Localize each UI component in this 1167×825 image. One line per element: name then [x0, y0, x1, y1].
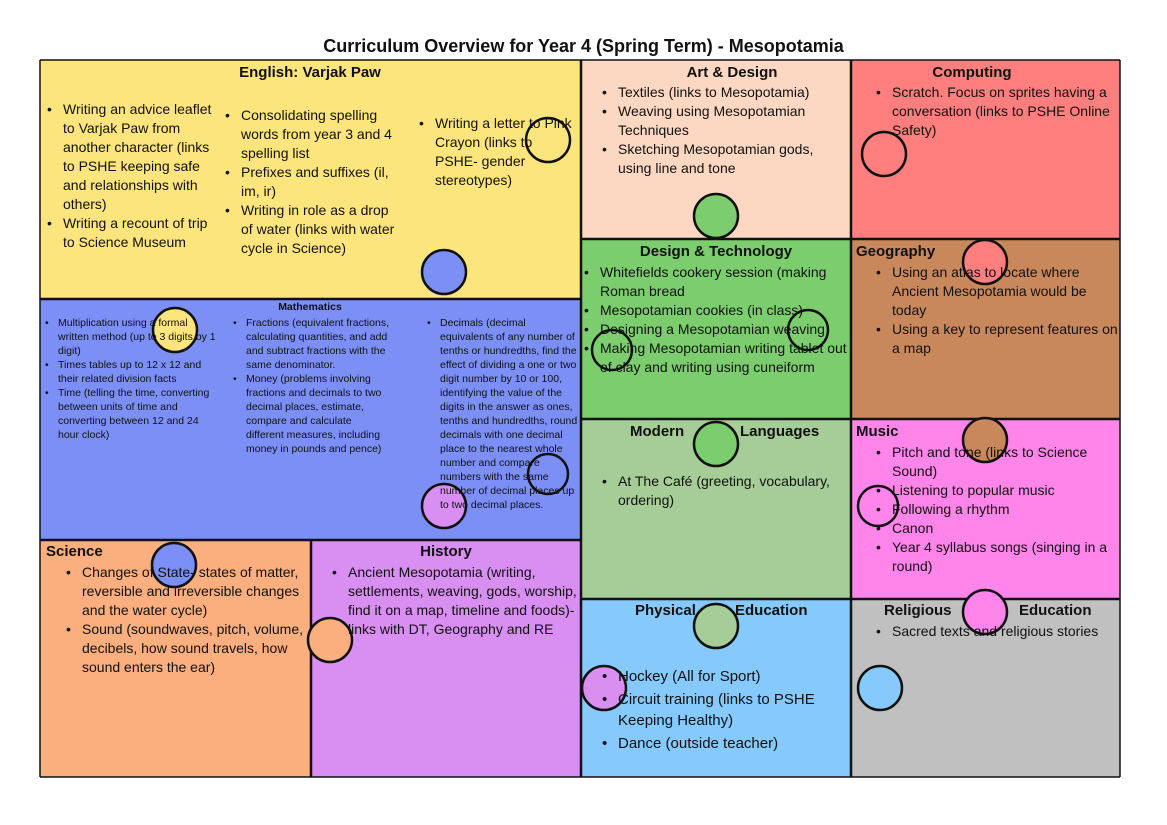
art-title: Art & Design [686, 64, 778, 81]
mfl-title-right: Languages [740, 423, 820, 440]
list-item: Writing a recount of trip to Science Mus… [45, 214, 215, 252]
english-panel: English: Varjak Paw Writing an advice le… [40, 60, 580, 298]
re-panel: Religious Education Sacred texts and rel… [852, 600, 1120, 776]
list-item: Using a key to represent features on a m… [874, 320, 1118, 358]
list-item: Following a rhythm [874, 500, 1118, 519]
dt-list: Whitefields cookery session (making Roma… [582, 263, 848, 377]
list-item: Hockey (All for Sport) [600, 666, 848, 687]
list-item: Making Mesopotamian writing tablet out o… [582, 339, 848, 377]
pe-panel: Physical Education Hockey (All for Sport… [582, 600, 850, 776]
pe-list: Hockey (All for Sport) Circuit training … [600, 666, 848, 754]
list-item: Money (problems involving fractions and … [232, 372, 392, 456]
list-item: Sound (soundwaves, pitch, volume, decibe… [64, 620, 310, 677]
geography-title: Geography [856, 243, 936, 260]
science-list: Changes of State- states of matter, reve… [64, 563, 310, 677]
list-item: At The Café (greeting, vocabulary, order… [600, 472, 848, 510]
music-panel: Music Pitch and tone (links to Science S… [852, 420, 1120, 598]
maths-list-3: Decimals (decimal equivalents of any num… [426, 316, 578, 512]
list-item: Mesopotamian cookies (in class) [582, 301, 848, 320]
mfl-panel: Modern Languages At The Café (greeting, … [582, 420, 850, 598]
science-title: Science [46, 543, 103, 560]
list-item: Scratch. Focus on sprites having a conve… [874, 83, 1118, 140]
mfl-title-left: Modern [630, 423, 685, 440]
page-title: Curriculum Overview for Year 4 (Spring T… [323, 36, 844, 56]
english-list-3: Writing a letter to Pink Crayon (links t… [417, 114, 577, 190]
dt-panel: Design & Technology Whitefields cookery … [582, 240, 850, 418]
pe-title-right: Education [735, 602, 808, 619]
list-item: Canon [874, 519, 1118, 538]
history-list: Ancient Mesopotamia (writing, settlement… [330, 563, 578, 639]
list-item: Ancient Mesopotamia (writing, settlement… [330, 563, 578, 639]
list-item: Time (telling the time, converting betwe… [44, 386, 220, 442]
geography-list: Using an atlas to locate where Ancient M… [874, 263, 1118, 358]
puzzle-knob [692, 420, 740, 468]
dt-title: Design & Technology [639, 243, 793, 260]
list-item: Changes of State- states of matter, reve… [64, 563, 310, 620]
list-item: Sacred texts and religious stories [874, 622, 1118, 641]
geography-panel: Geography Using an atlas to locate where… [852, 240, 1120, 418]
puzzle-knob [692, 602, 740, 650]
mfl-list: At The Café (greeting, vocabulary, order… [600, 472, 848, 510]
computing-list: Scratch. Focus on sprites having a conve… [874, 83, 1118, 140]
art-panel: Art & Design Textiles (links to Mesopota… [582, 60, 850, 238]
english-list-1: Writing an advice leaflet to Varjak Paw … [45, 100, 215, 252]
maths-list-1: Multiplication using a formal written me… [44, 316, 220, 442]
list-item: Writing a letter to Pink Crayon (links t… [417, 114, 577, 190]
list-item: Circuit training (links to PSHE Keeping … [600, 689, 848, 731]
computing-panel: Computing Scratch. Focus on sprites havi… [852, 60, 1120, 238]
pe-title-left: Physical [635, 602, 696, 619]
music-list: Pitch and tone (links to Science Sound) … [874, 443, 1118, 576]
list-item: Consolidating spelling words from year 3… [223, 106, 401, 163]
science-panel: Science Changes of State- states of matt… [40, 540, 310, 776]
list-item: Sketching Mesopotamian gods, using line … [600, 140, 840, 178]
maths-list-2: Fractions (equivalent fractions, calcula… [232, 316, 392, 456]
art-list: Textiles (links to Mesopotamia) Weaving … [600, 83, 840, 178]
list-item: Fractions (equivalent fractions, calcula… [232, 316, 392, 372]
history-title: History [420, 543, 472, 560]
list-item: Textiles (links to Mesopotamia) [600, 83, 840, 102]
list-item: Year 4 syllabus songs (singing in a roun… [874, 538, 1118, 576]
puzzle-knob [856, 664, 904, 712]
computing-title: Computing [932, 64, 1012, 81]
list-item: Writing in role as a drop of water (link… [223, 201, 401, 258]
puzzle-knob [692, 192, 740, 240]
list-item: Dance (outside teacher) [600, 733, 848, 754]
list-item: Listening to popular music [874, 481, 1118, 500]
list-item: Weaving using Mesopotamian Techniques [600, 102, 840, 140]
list-item: Using an atlas to locate where Ancient M… [874, 263, 1118, 320]
english-list-2: Consolidating spelling words from year 3… [223, 106, 401, 258]
list-item: Decimals (decimal equivalents of any num… [426, 316, 578, 512]
maths-panel: Mathematics Multiplication using a forma… [40, 298, 580, 538]
history-panel: History Ancient Mesopotamia (writing, se… [312, 540, 580, 776]
list-item: Times tables up to 12 x 12 and their rel… [44, 358, 220, 386]
re-title-left: Religious [884, 602, 952, 619]
maths-title: Mathematics [278, 301, 342, 313]
english-title: English: Varjak Paw [239, 64, 381, 81]
re-title-right: Education [1019, 602, 1092, 619]
list-item: Whitefields cookery session (making Roma… [582, 263, 848, 301]
puzzle-knob [420, 248, 468, 296]
list-item: Writing an advice leaflet to Varjak Paw … [45, 100, 215, 214]
re-list: Sacred texts and religious stories [874, 622, 1118, 641]
list-item: Pitch and tone (links to Science Sound) [874, 443, 1118, 481]
list-item: Multiplication using a formal written me… [44, 316, 220, 358]
list-item: Prefixes and suffixes (il, im, ir) [223, 163, 401, 201]
list-item: Designing a Mesopotamian weaving [582, 320, 848, 339]
music-title: Music [856, 423, 899, 440]
